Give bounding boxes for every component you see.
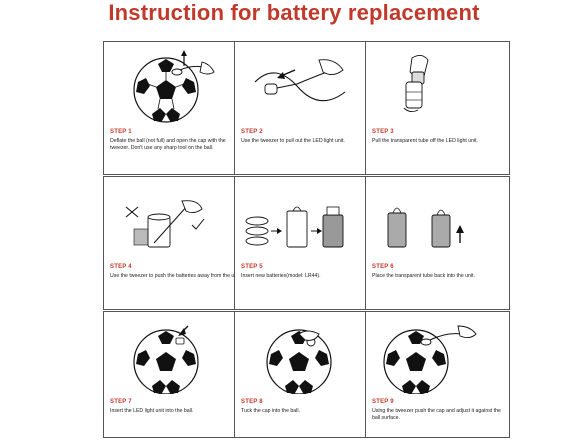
- insert-batteries-icon: [235, 177, 378, 259]
- step-description: Using the tweezer push the cap and adjus…: [372, 408, 501, 421]
- remove-tube-icon: [366, 42, 509, 124]
- step-card-6: STEP 6 Place the transparent tube back i…: [365, 176, 510, 310]
- step-label: STEP 2: [241, 129, 263, 135]
- step-card-2: STEP 2 Use the tweezer to pull out the L…: [234, 41, 379, 175]
- step-card-1: STEP 1 Deflate the ball (not full) and o…: [103, 41, 248, 175]
- replace-tube-icon: [366, 177, 509, 259]
- step-description: Use the tweezer to push the batteries aw…: [110, 273, 242, 279]
- step-label: STEP 5: [241, 264, 263, 270]
- step-label: STEP 1: [110, 129, 132, 135]
- step-card-8: STEP 8 Tuck the cap into the ball.: [234, 311, 379, 438]
- step-card-3: STEP 3 Pull the transparent tube off the…: [365, 41, 510, 175]
- insert-led-icon: [104, 312, 247, 394]
- step-description: Tuck the cap into the ball.: [241, 408, 300, 414]
- step-description: Insert the LED light unit into the ball.: [110, 408, 194, 414]
- step-label: STEP 9: [372, 399, 394, 405]
- step-description: Place the transparent tube back into the…: [372, 273, 475, 279]
- step-label: STEP 4: [110, 264, 132, 270]
- step-label: STEP 7: [110, 399, 132, 405]
- step-description: Insert new batteries(model: LR44).: [241, 273, 321, 279]
- step-label: STEP 8: [241, 399, 263, 405]
- pull-led-unit-icon: [235, 42, 378, 124]
- step-label: STEP 6: [372, 264, 394, 270]
- adjust-cap-icon: [366, 312, 509, 394]
- step-card-4: STEP 4 Use the tweezer to push the batte…: [103, 176, 248, 310]
- tuck-cap-icon: [235, 312, 378, 394]
- step-description: Use the tweezer to pull out the LED ligh…: [241, 138, 345, 144]
- step-card-9: STEP 9 Using the tweezer push the cap an…: [365, 311, 510, 438]
- push-batteries-icon: [104, 177, 247, 259]
- step-card-5: STEP 5 Insert new batteries(model: LR44)…: [234, 176, 379, 310]
- soccer-ball-open-cap-icon: [104, 42, 247, 124]
- page-title: Instruction for battery replacement: [108, 0, 480, 25]
- step-description: Pull the transparent tube off the LED li…: [372, 138, 479, 144]
- step-description: Deflate the ball (not full) and open the…: [110, 138, 226, 151]
- step-label: STEP 3: [372, 129, 394, 135]
- step-card-7: STEP 7 Insert the LED light unit into th…: [103, 311, 248, 438]
